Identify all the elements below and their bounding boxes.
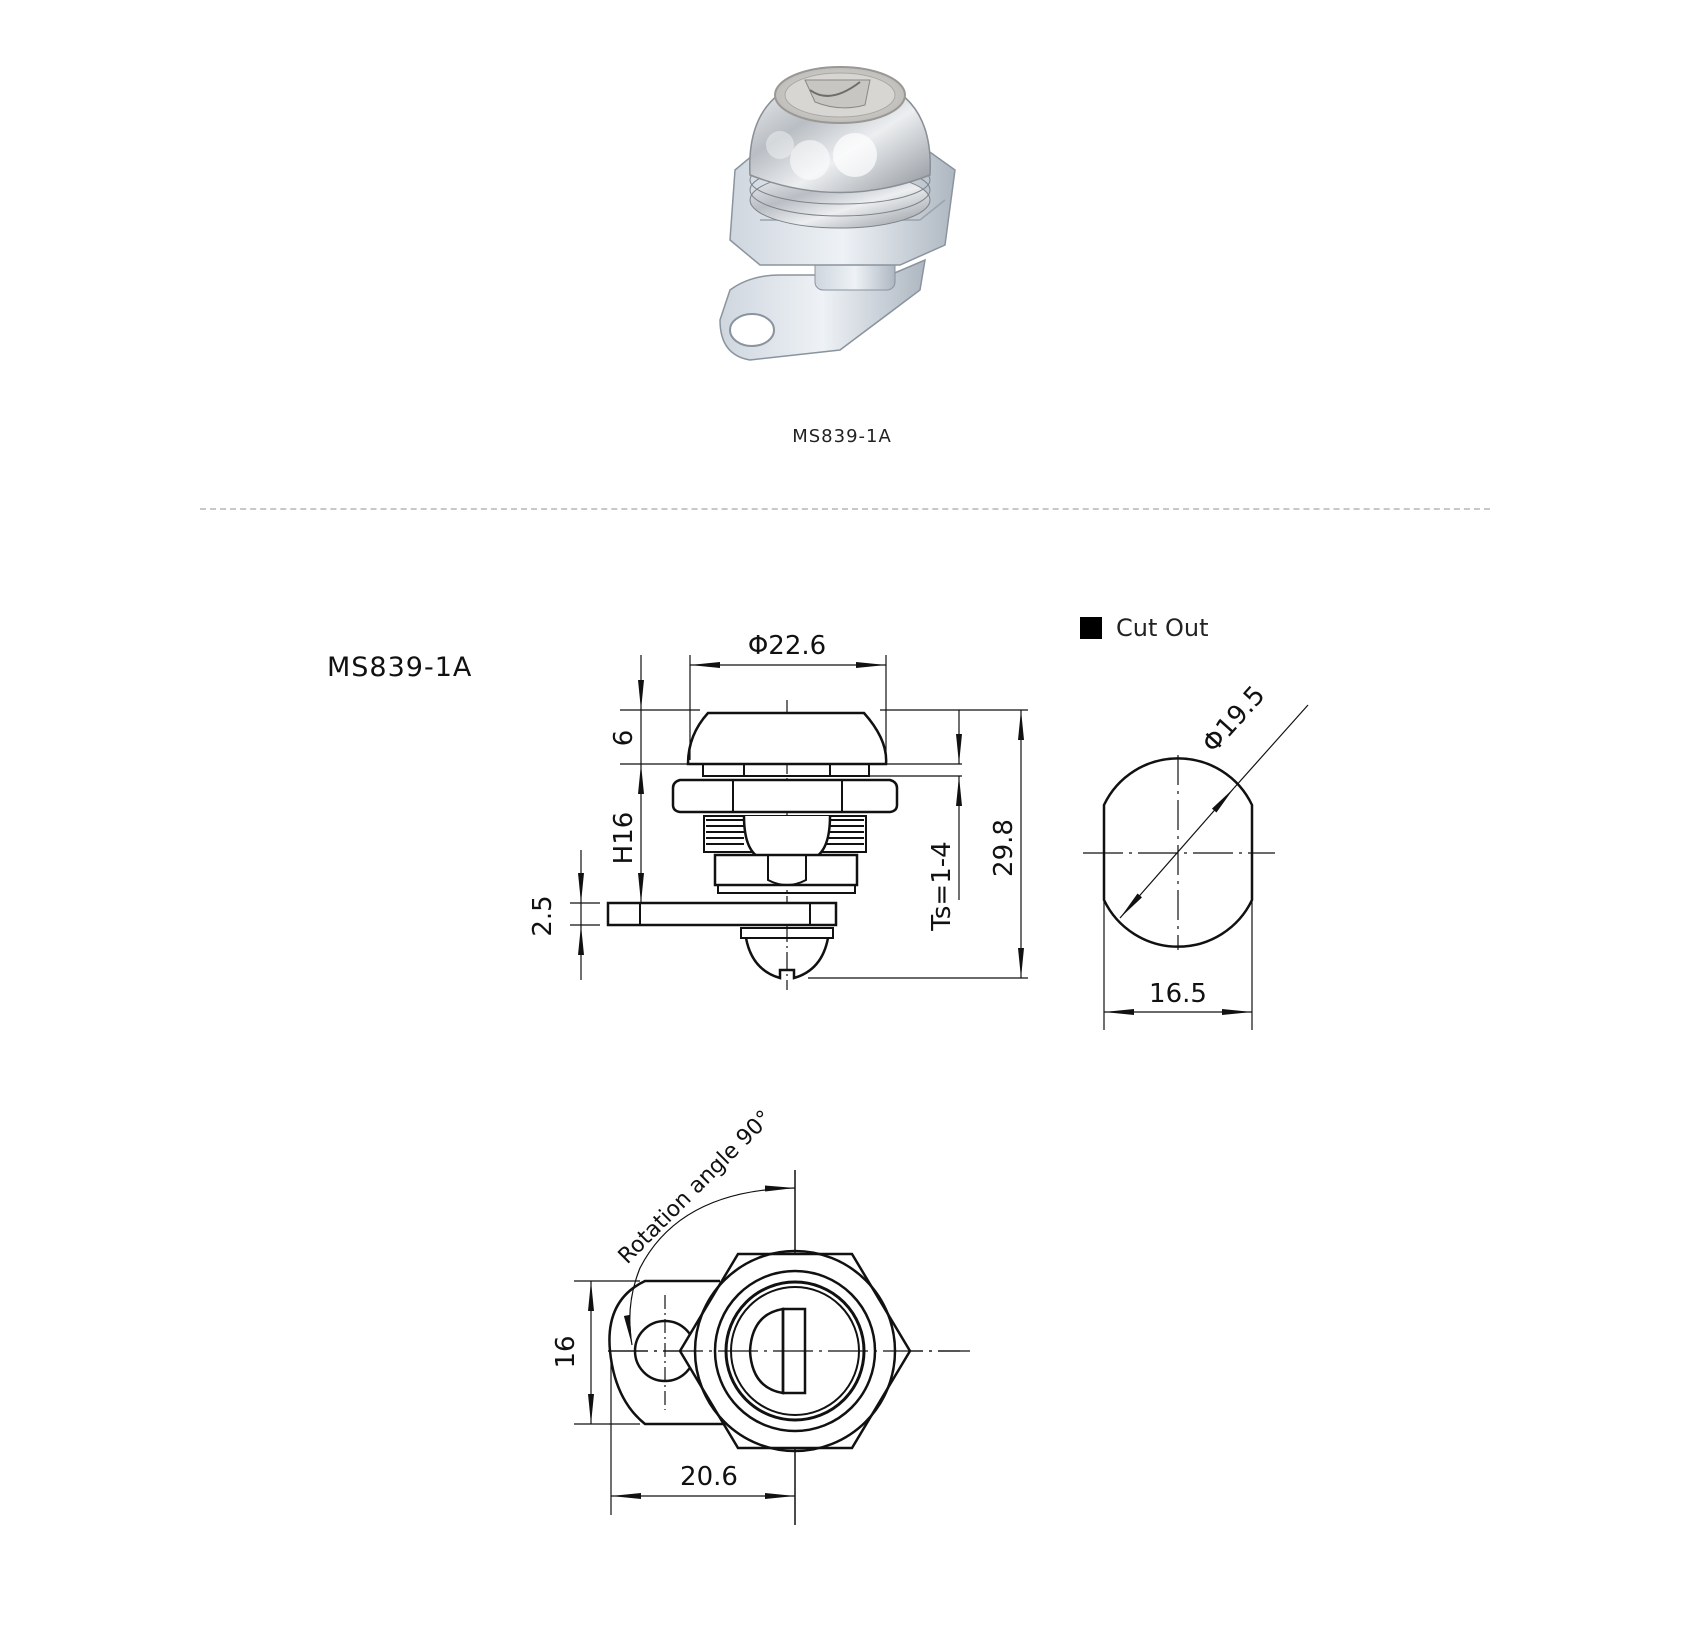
product-caption: MS839-1A [792,426,892,447]
dim-head-height: 6 [609,730,639,747]
model-label: MS839-1A [327,652,473,683]
cutout-view [1083,704,1309,1030]
dim-cam-width: 16 [551,1335,581,1368]
black-square-icon [1080,617,1102,639]
cutout-legend: Cut Out [1080,614,1209,642]
dim-panel-thickness: Ts=1-4 [927,841,957,931]
dim-cam-thickness: 2.5 [528,895,558,936]
front-view [574,1170,970,1525]
side-view [570,655,1028,990]
dim-body-height: H16 [609,812,639,865]
dim-head-diameter: Φ22.6 [748,631,826,661]
dim-total-height: 29.8 [989,819,1019,877]
dim-cutout-width: 16.5 [1149,979,1207,1009]
legend-label: Cut Out [1116,614,1209,642]
product-photo [719,66,956,361]
dim-cutout-diameter: Φ19.5 [1197,680,1272,758]
rotation-angle-label: Rotation angle 90° [614,1106,777,1269]
section-divider [200,508,1490,510]
dim-cam-length: 20.6 [680,1462,738,1492]
side-view-labels: Φ22.6 6 H16 2.5 Ts=1-4 29.8 [528,631,1019,937]
